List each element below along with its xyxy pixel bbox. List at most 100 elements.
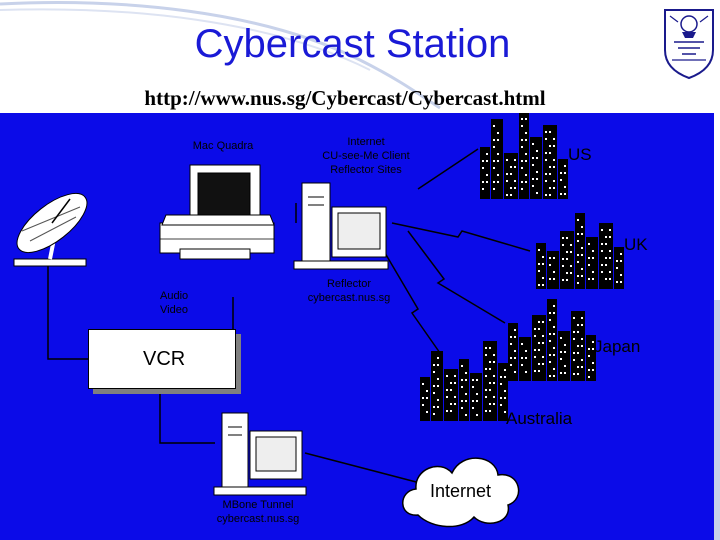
city-skyline-japan-icon <box>508 299 596 381</box>
skyline-window <box>609 250 611 252</box>
skyline-window <box>534 328 536 330</box>
reflector-computer-icon <box>293 182 389 270</box>
skyline-window <box>521 364 523 366</box>
skyline-window <box>553 138 555 140</box>
skyline-window <box>493 146 495 148</box>
skyline-window <box>446 396 448 398</box>
skyline-window <box>577 254 579 256</box>
skyline-window <box>553 271 555 273</box>
internet-clients-line-1: Internet <box>347 136 385 148</box>
skyline-window <box>564 365 566 367</box>
skyline-window <box>532 157 534 159</box>
skyline-window <box>514 329 516 331</box>
skyline-window <box>426 397 428 399</box>
skyline-window <box>577 331 579 333</box>
skyline-window <box>536 192 538 194</box>
reflector-to-japan-line <box>407 230 506 324</box>
skyline-window <box>521 139 523 141</box>
skyline-window <box>577 261 579 263</box>
skyline-window <box>485 368 487 370</box>
skyline-window <box>433 385 435 387</box>
skyline-window <box>437 399 439 401</box>
skyline-window <box>609 278 611 280</box>
skyline-window <box>532 178 534 180</box>
skyline-window <box>454 396 456 398</box>
skyline-window <box>461 400 463 402</box>
skyline-window <box>581 324 583 326</box>
skyline-window <box>472 400 474 402</box>
skyline-window <box>485 375 487 377</box>
skyline-window <box>581 317 583 319</box>
audio-video-line-1: Audio <box>160 290 189 302</box>
slide-title: Cybercast Station <box>194 22 511 66</box>
skyline-window <box>588 348 590 350</box>
skyline-window <box>521 118 523 120</box>
city-skyline-australia-icon <box>420 341 508 421</box>
skyline-window <box>486 181 488 183</box>
skyline-window <box>542 363 544 365</box>
skyline-window <box>454 403 456 405</box>
skyline-window <box>525 350 527 352</box>
skyline-window <box>454 375 456 377</box>
skyline-window <box>553 326 555 328</box>
skyline-window <box>489 382 491 384</box>
mbone-computer-icon <box>213 412 307 496</box>
skyline-window <box>553 375 555 377</box>
skyline-window <box>542 277 544 279</box>
skyline-window <box>560 179 562 181</box>
skyline-window <box>446 389 448 391</box>
skyline-window <box>562 237 564 239</box>
skyline-window <box>605 243 607 245</box>
skyline-window <box>581 366 583 368</box>
skyline-window <box>482 188 484 190</box>
mbone-line-2: cybercast.nus.sg <box>216 513 300 525</box>
skyline-window <box>553 187 555 189</box>
skyline-building <box>586 335 596 381</box>
skyline-window <box>577 345 579 347</box>
skyline-window <box>514 350 516 352</box>
skyline-window <box>538 342 540 344</box>
skyline-window <box>514 166 516 168</box>
skyline-building <box>614 247 624 289</box>
skyline-window <box>545 152 547 154</box>
skyline-window <box>564 344 566 346</box>
skyline-window <box>500 404 502 406</box>
skyline-window <box>545 159 547 161</box>
skyline-window <box>605 257 607 259</box>
skyline-window <box>489 410 491 412</box>
skyline-window <box>472 386 474 388</box>
skyline-window <box>577 324 579 326</box>
skyline-window <box>521 160 523 162</box>
skyline-window <box>588 243 590 245</box>
skyline-window <box>521 181 523 183</box>
skyline-window <box>601 264 603 266</box>
skyline-window <box>493 139 495 141</box>
skyline-window <box>577 373 579 375</box>
skyline-window <box>549 131 551 133</box>
skyline-window <box>536 178 538 180</box>
skyline-window <box>592 257 594 259</box>
skyline-window <box>461 407 463 409</box>
skyline-building <box>519 113 529 199</box>
skyline-window <box>553 159 555 161</box>
skyline-window <box>465 393 467 395</box>
skyline-window <box>609 271 611 273</box>
skyline-window <box>532 164 534 166</box>
skyline-window <box>581 359 583 361</box>
skyline-window <box>500 383 502 385</box>
skyline-window <box>454 382 456 384</box>
skyline-window <box>465 414 467 416</box>
skyline-window <box>605 278 607 280</box>
skyline-window <box>609 257 611 259</box>
skyline-window <box>461 379 463 381</box>
skyline-window <box>504 369 506 371</box>
skyline-window <box>476 414 478 416</box>
skyline-window <box>545 138 547 140</box>
skyline-window <box>422 383 424 385</box>
skyline-window <box>422 404 424 406</box>
skyline-window <box>450 403 452 405</box>
skyline-window <box>465 400 467 402</box>
city-skylines <box>420 113 624 421</box>
skyline-window <box>426 411 428 413</box>
skyline-window <box>609 229 611 231</box>
